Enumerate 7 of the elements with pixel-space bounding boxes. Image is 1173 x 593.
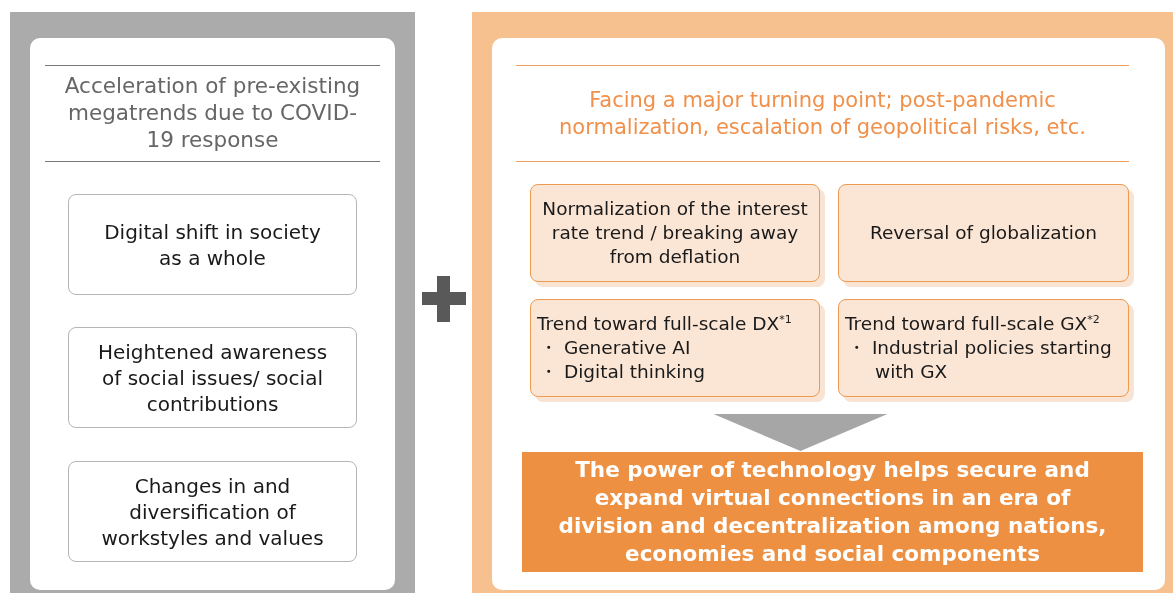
section-heading: Acceleration of pre-existing megatrends due to COVID-19 response xyxy=(63,73,362,154)
trend-box: Digital shift in society as a whole xyxy=(68,194,357,295)
trend-box: Heightened awareness of social issues/ social contributions xyxy=(68,327,357,428)
section-heading: Facing a major turning point; post-pandemic normalization, escalation of geopolitical risks, etc. xyxy=(558,87,1087,140)
trend-box: Changes in and diversification of workstyles and values xyxy=(68,461,357,562)
down-arrow xyxy=(713,413,888,452)
conclusion-box: The power of technology helps secure and expand virtual connections in an era of division and decentralization among nations, economies and social components xyxy=(522,452,1143,572)
